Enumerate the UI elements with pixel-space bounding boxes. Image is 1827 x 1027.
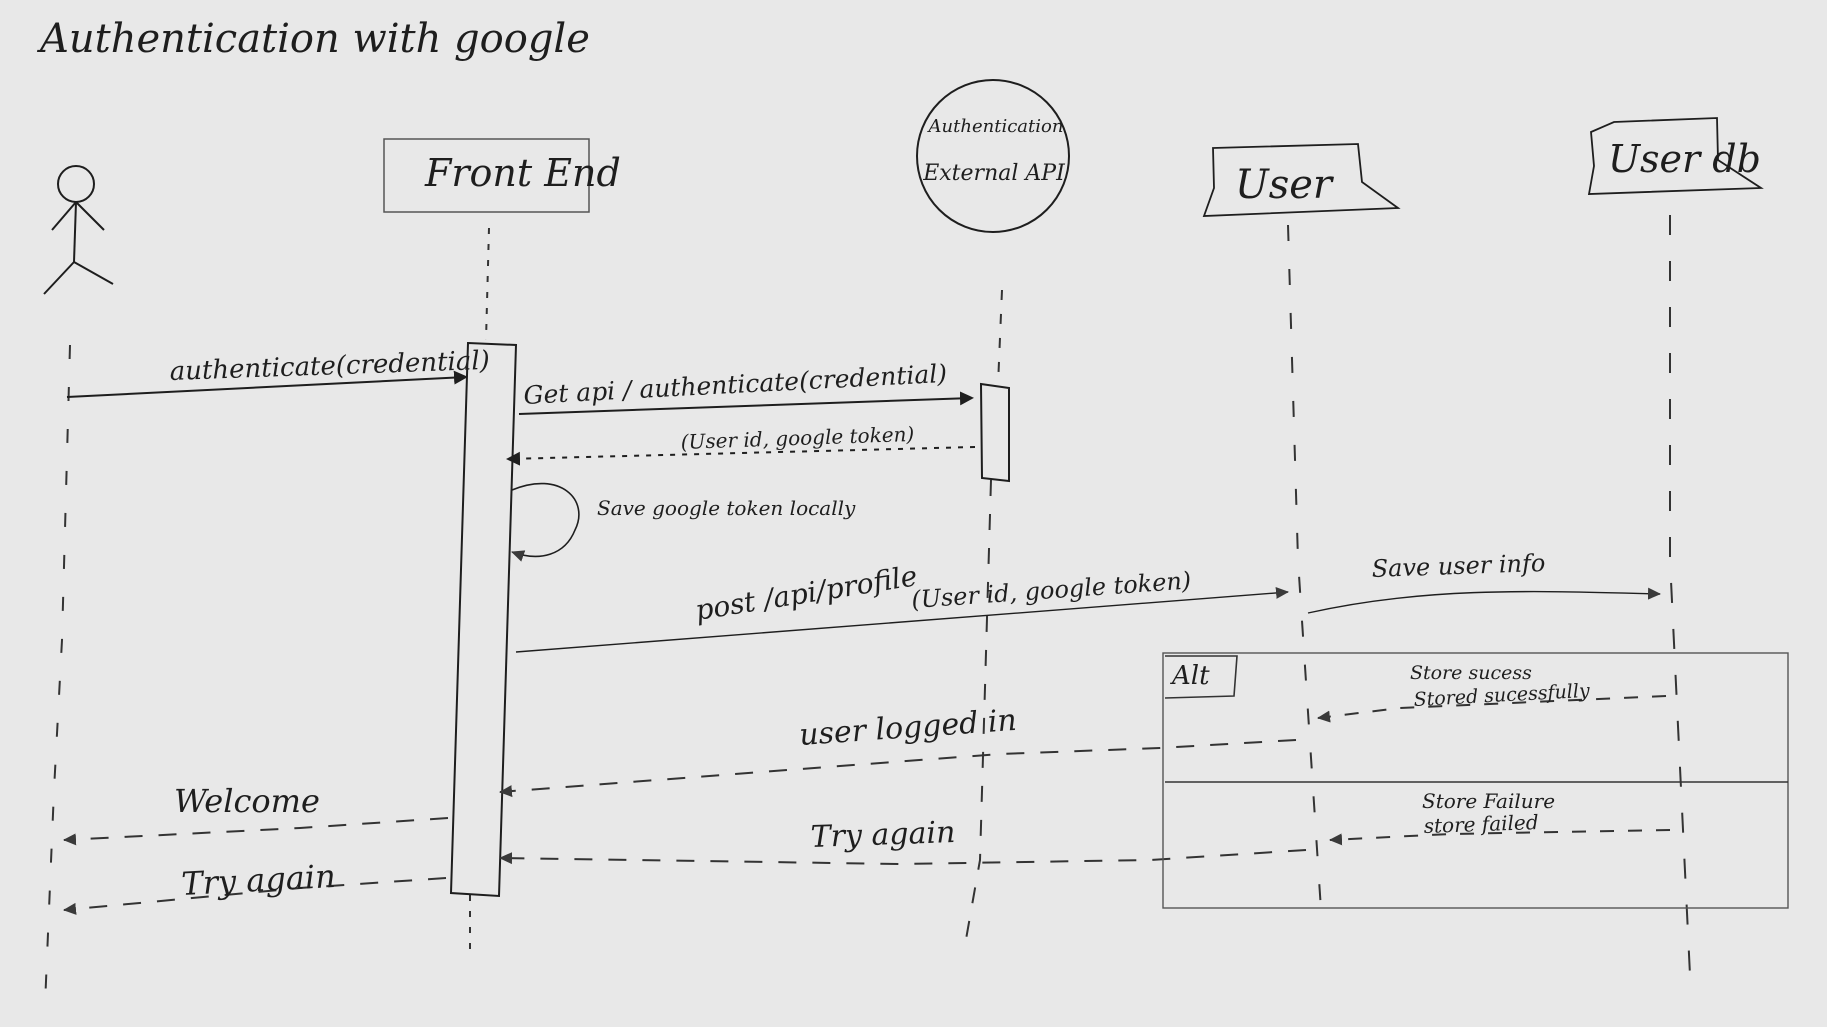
frontend-lifeline [485, 227, 490, 341]
alt-fragment: Alt Store sucess Stored sucessfully Stor… [1162, 652, 1789, 909]
get-api-arrow [518, 391, 974, 415]
user-db-lifeline [1669, 215, 1691, 976]
alt-failure-reply: store failed [1423, 810, 1539, 838]
user-lifeline [1287, 224, 1323, 926]
get-api-label: Get api / authenticate(credential) [523, 359, 948, 410]
authenticate-arrow [66, 370, 468, 398]
external-api-activation-bar [979, 382, 1010, 483]
alt-success-reply: Stored sucessfully [1413, 680, 1590, 711]
save-local-label: Save google token locally [597, 496, 856, 520]
external-api-lifeline [997, 289, 1003, 386]
post-profile-label-2: (User id, google token) [910, 567, 1192, 614]
frontend-label: Front End [424, 151, 621, 195]
welcome-label: Welcome [174, 782, 320, 820]
authenticate-label: authenticate(credential) [169, 346, 490, 387]
self-call-loop [511, 482, 580, 562]
save-user-info-label: Save user info [1371, 549, 1546, 583]
user-participant: User [1202, 143, 1401, 217]
try-again-center-arrow [499, 849, 1307, 866]
user-db-participant: User db [1587, 117, 1764, 195]
message-lines [63, 370, 1671, 915]
actor-stick-figure [43, 165, 114, 295]
external-api-lifeline-bottom [964, 479, 992, 946]
post-profile-label-1: post /api/profile [693, 559, 920, 627]
try-again-left-arrow [63, 877, 447, 915]
frontend-activation-bar [449, 341, 518, 898]
alt-failure-guard: Store Failure [1422, 789, 1555, 813]
external-api-label-line2: External API [922, 161, 1066, 186]
external-api-label-line1: Authentication [927, 116, 1064, 137]
user-label: User [1235, 162, 1335, 208]
try-again-center-label: Try again [810, 815, 956, 855]
alt-label-box [1164, 655, 1238, 699]
activation-bars [449, 341, 1010, 898]
lifelines [44, 215, 1691, 1006]
user-logged-in-arrow [499, 739, 1297, 798]
user-db-label: User db [1608, 137, 1761, 181]
alt-label: Alt [1170, 661, 1210, 691]
alt-success-guard: Store sucess [1410, 662, 1532, 684]
token-return-label: (User id, google token) [680, 422, 914, 454]
try-again-left-label: Try again [180, 857, 336, 903]
post-profile-arrow [515, 586, 1289, 653]
external-api-participant: Authentication External API [916, 79, 1070, 233]
actor-lifeline [44, 344, 71, 1006]
user-logged-in-label: user logged in [798, 703, 1018, 753]
save-user-info-arrow [1307, 587, 1661, 614]
welcome-arrow [63, 817, 449, 846]
diagram-title: Authentication with google [36, 16, 590, 62]
stored-successfully-arrow [1317, 695, 1667, 723]
frontend-participant: Front End [383, 138, 621, 213]
